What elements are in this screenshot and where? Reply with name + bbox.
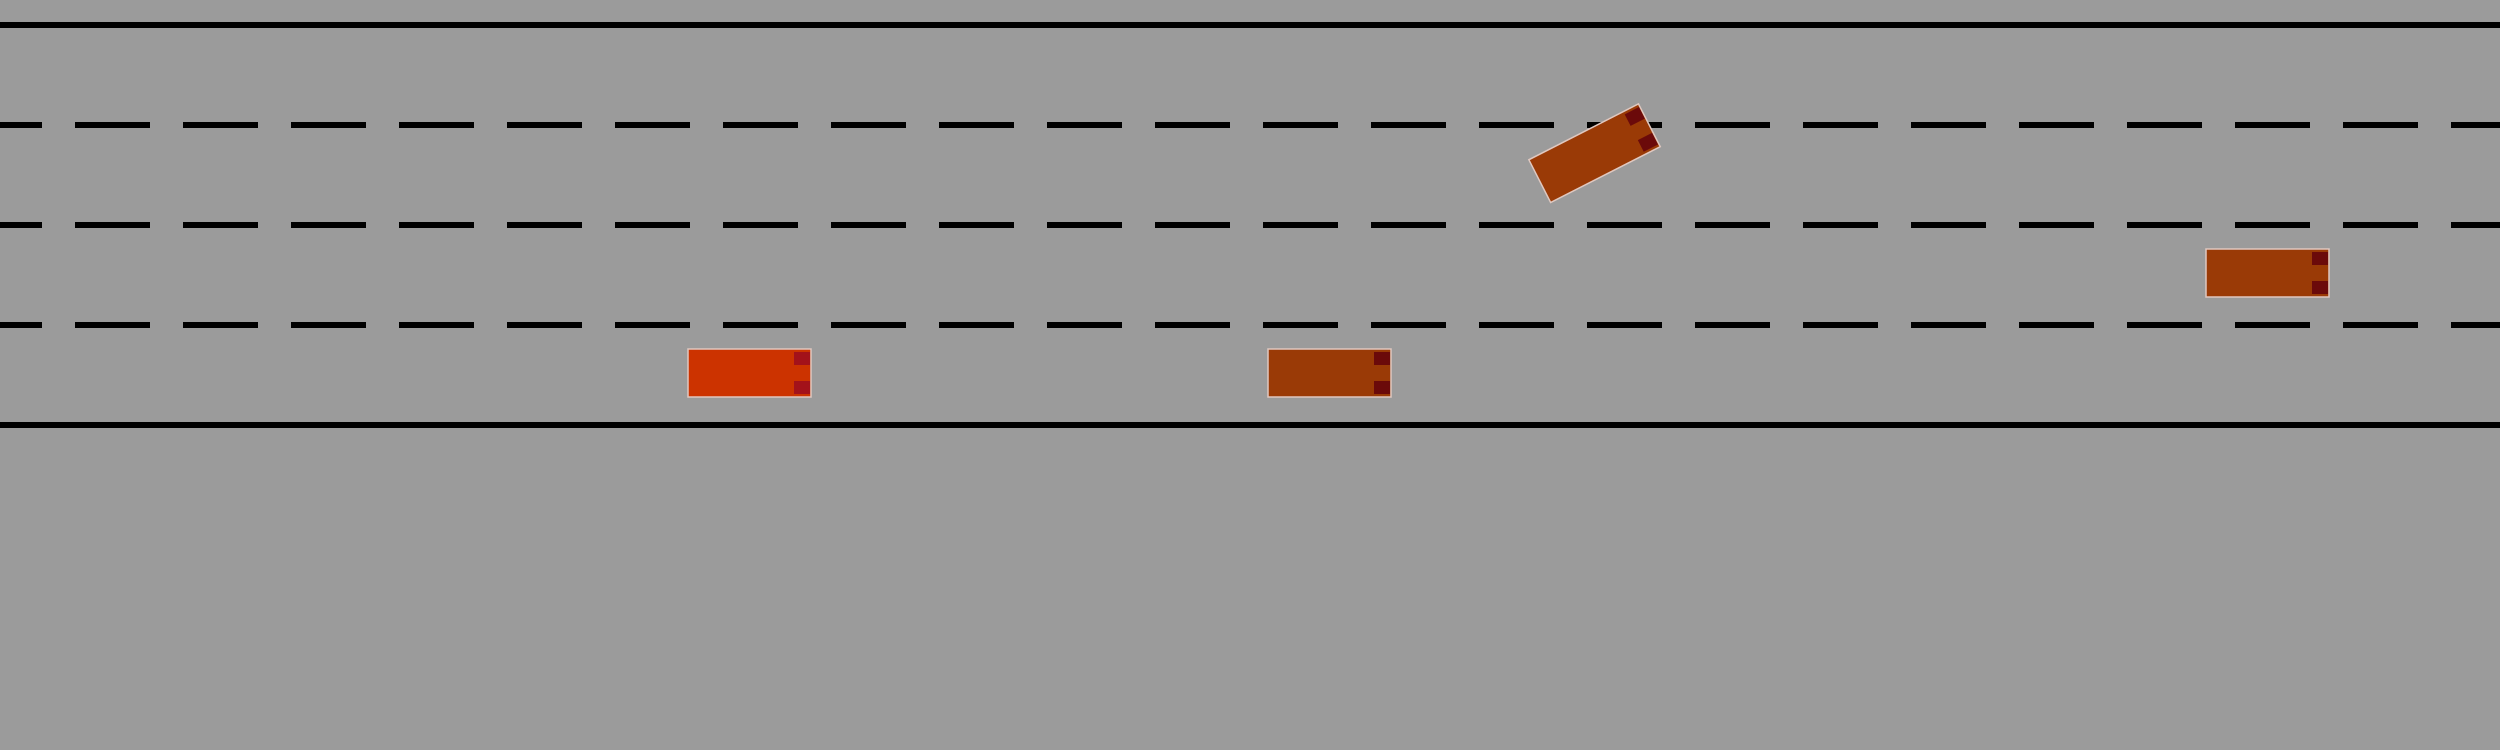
vehicle-body [2205,248,2330,298]
ego-vehicle [687,348,812,398]
other-vehicle [2205,248,2330,298]
other-vehicle [1527,102,1662,204]
vehicle-body [1527,102,1662,204]
vehicle-light [2312,252,2328,265]
vehicle-light [2312,281,2328,294]
vehicle-light [1637,132,1658,152]
vehicle-light [1374,381,1390,394]
vehicle-light [794,381,810,394]
vehicle-light [1374,352,1390,365]
vehicle-body [687,348,812,398]
road-edge-top [0,22,2500,28]
vehicle-light [1624,107,1645,126]
vehicle-light [794,352,810,365]
vehicle-body [1267,348,1392,398]
road-edge-bottom [0,422,2500,428]
other-vehicle [1267,348,1392,398]
